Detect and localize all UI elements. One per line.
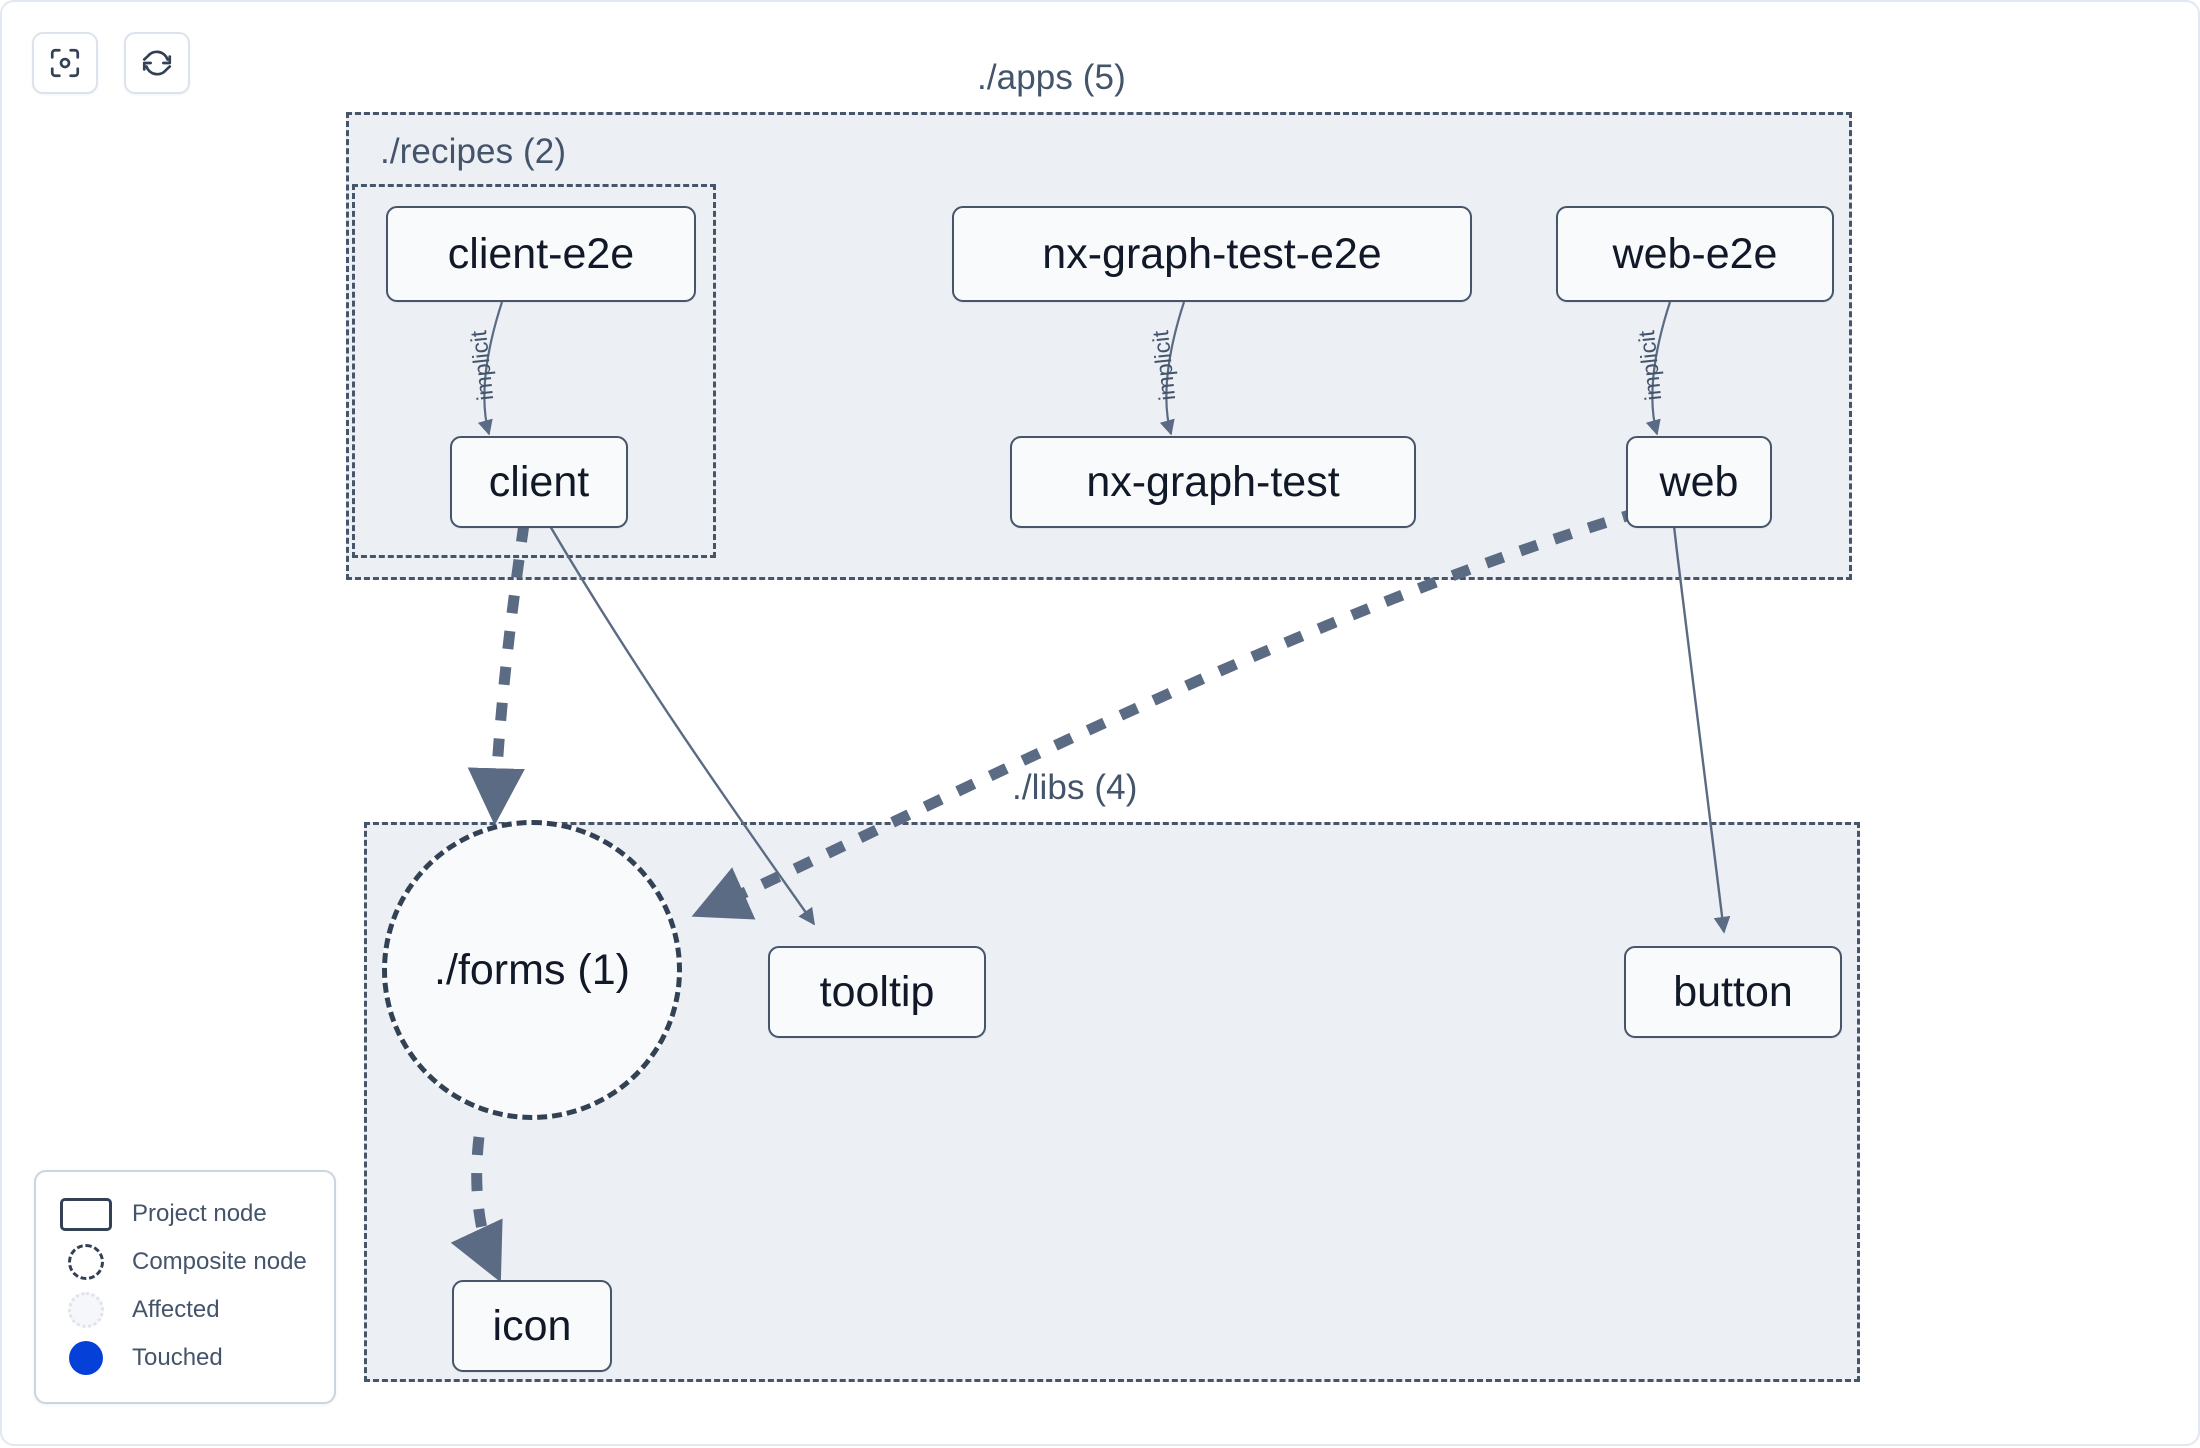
affected-glyph xyxy=(58,1292,114,1328)
graph-toolbar xyxy=(32,32,190,94)
group-label-recipes: ./recipes (2) xyxy=(380,132,566,172)
legend-label: Project node xyxy=(132,1200,267,1228)
node-label: icon xyxy=(493,1302,572,1351)
focus-target-icon xyxy=(48,46,82,80)
node-client-e2e[interactable]: client-e2e xyxy=(386,206,696,302)
node-tooltip[interactable]: tooltip xyxy=(768,946,986,1038)
group-label-libs: ./libs (4) xyxy=(1012,768,1137,808)
legend-item-project-node: Project node xyxy=(58,1190,314,1238)
node-label: nx-graph-test xyxy=(1086,458,1339,507)
node-nx-graph-test-e2e[interactable]: nx-graph-test-e2e xyxy=(952,206,1472,302)
legend-item-composite-node: Composite node xyxy=(58,1238,314,1286)
legend-item-touched: Touched xyxy=(58,1334,314,1382)
refresh-graph-button[interactable] xyxy=(124,32,190,94)
refresh-icon xyxy=(140,46,174,80)
composite-node-glyph xyxy=(58,1244,114,1280)
node-icon[interactable]: icon xyxy=(452,1280,612,1372)
node-label: client-e2e xyxy=(448,230,634,279)
project-node-glyph xyxy=(58,1198,114,1231)
node-web-e2e[interactable]: web-e2e xyxy=(1556,206,1834,302)
legend-item-affected: Affected xyxy=(58,1286,314,1334)
graph-legend: Project node Composite node Affected Tou… xyxy=(34,1170,336,1404)
node-web[interactable]: web xyxy=(1626,436,1772,528)
node-forms-composite[interactable]: ./forms (1) xyxy=(382,820,682,1120)
node-label: web xyxy=(1660,458,1739,507)
node-label: web-e2e xyxy=(1613,230,1778,279)
node-button[interactable]: button xyxy=(1624,946,1842,1038)
focus-graph-button[interactable] xyxy=(32,32,98,94)
group-label-apps: ./apps (5) xyxy=(977,58,1126,98)
node-label: tooltip xyxy=(820,968,935,1017)
node-label: client xyxy=(489,458,589,507)
node-client[interactable]: client xyxy=(450,436,628,528)
legend-label: Affected xyxy=(132,1296,220,1324)
node-label: nx-graph-test-e2e xyxy=(1042,230,1381,279)
legend-label: Touched xyxy=(132,1344,223,1372)
node-label: ./forms (1) xyxy=(434,946,630,995)
legend-label: Composite node xyxy=(132,1248,307,1276)
node-label: button xyxy=(1673,968,1793,1017)
node-nx-graph-test[interactable]: nx-graph-test xyxy=(1010,436,1416,528)
touched-glyph xyxy=(58,1341,114,1375)
